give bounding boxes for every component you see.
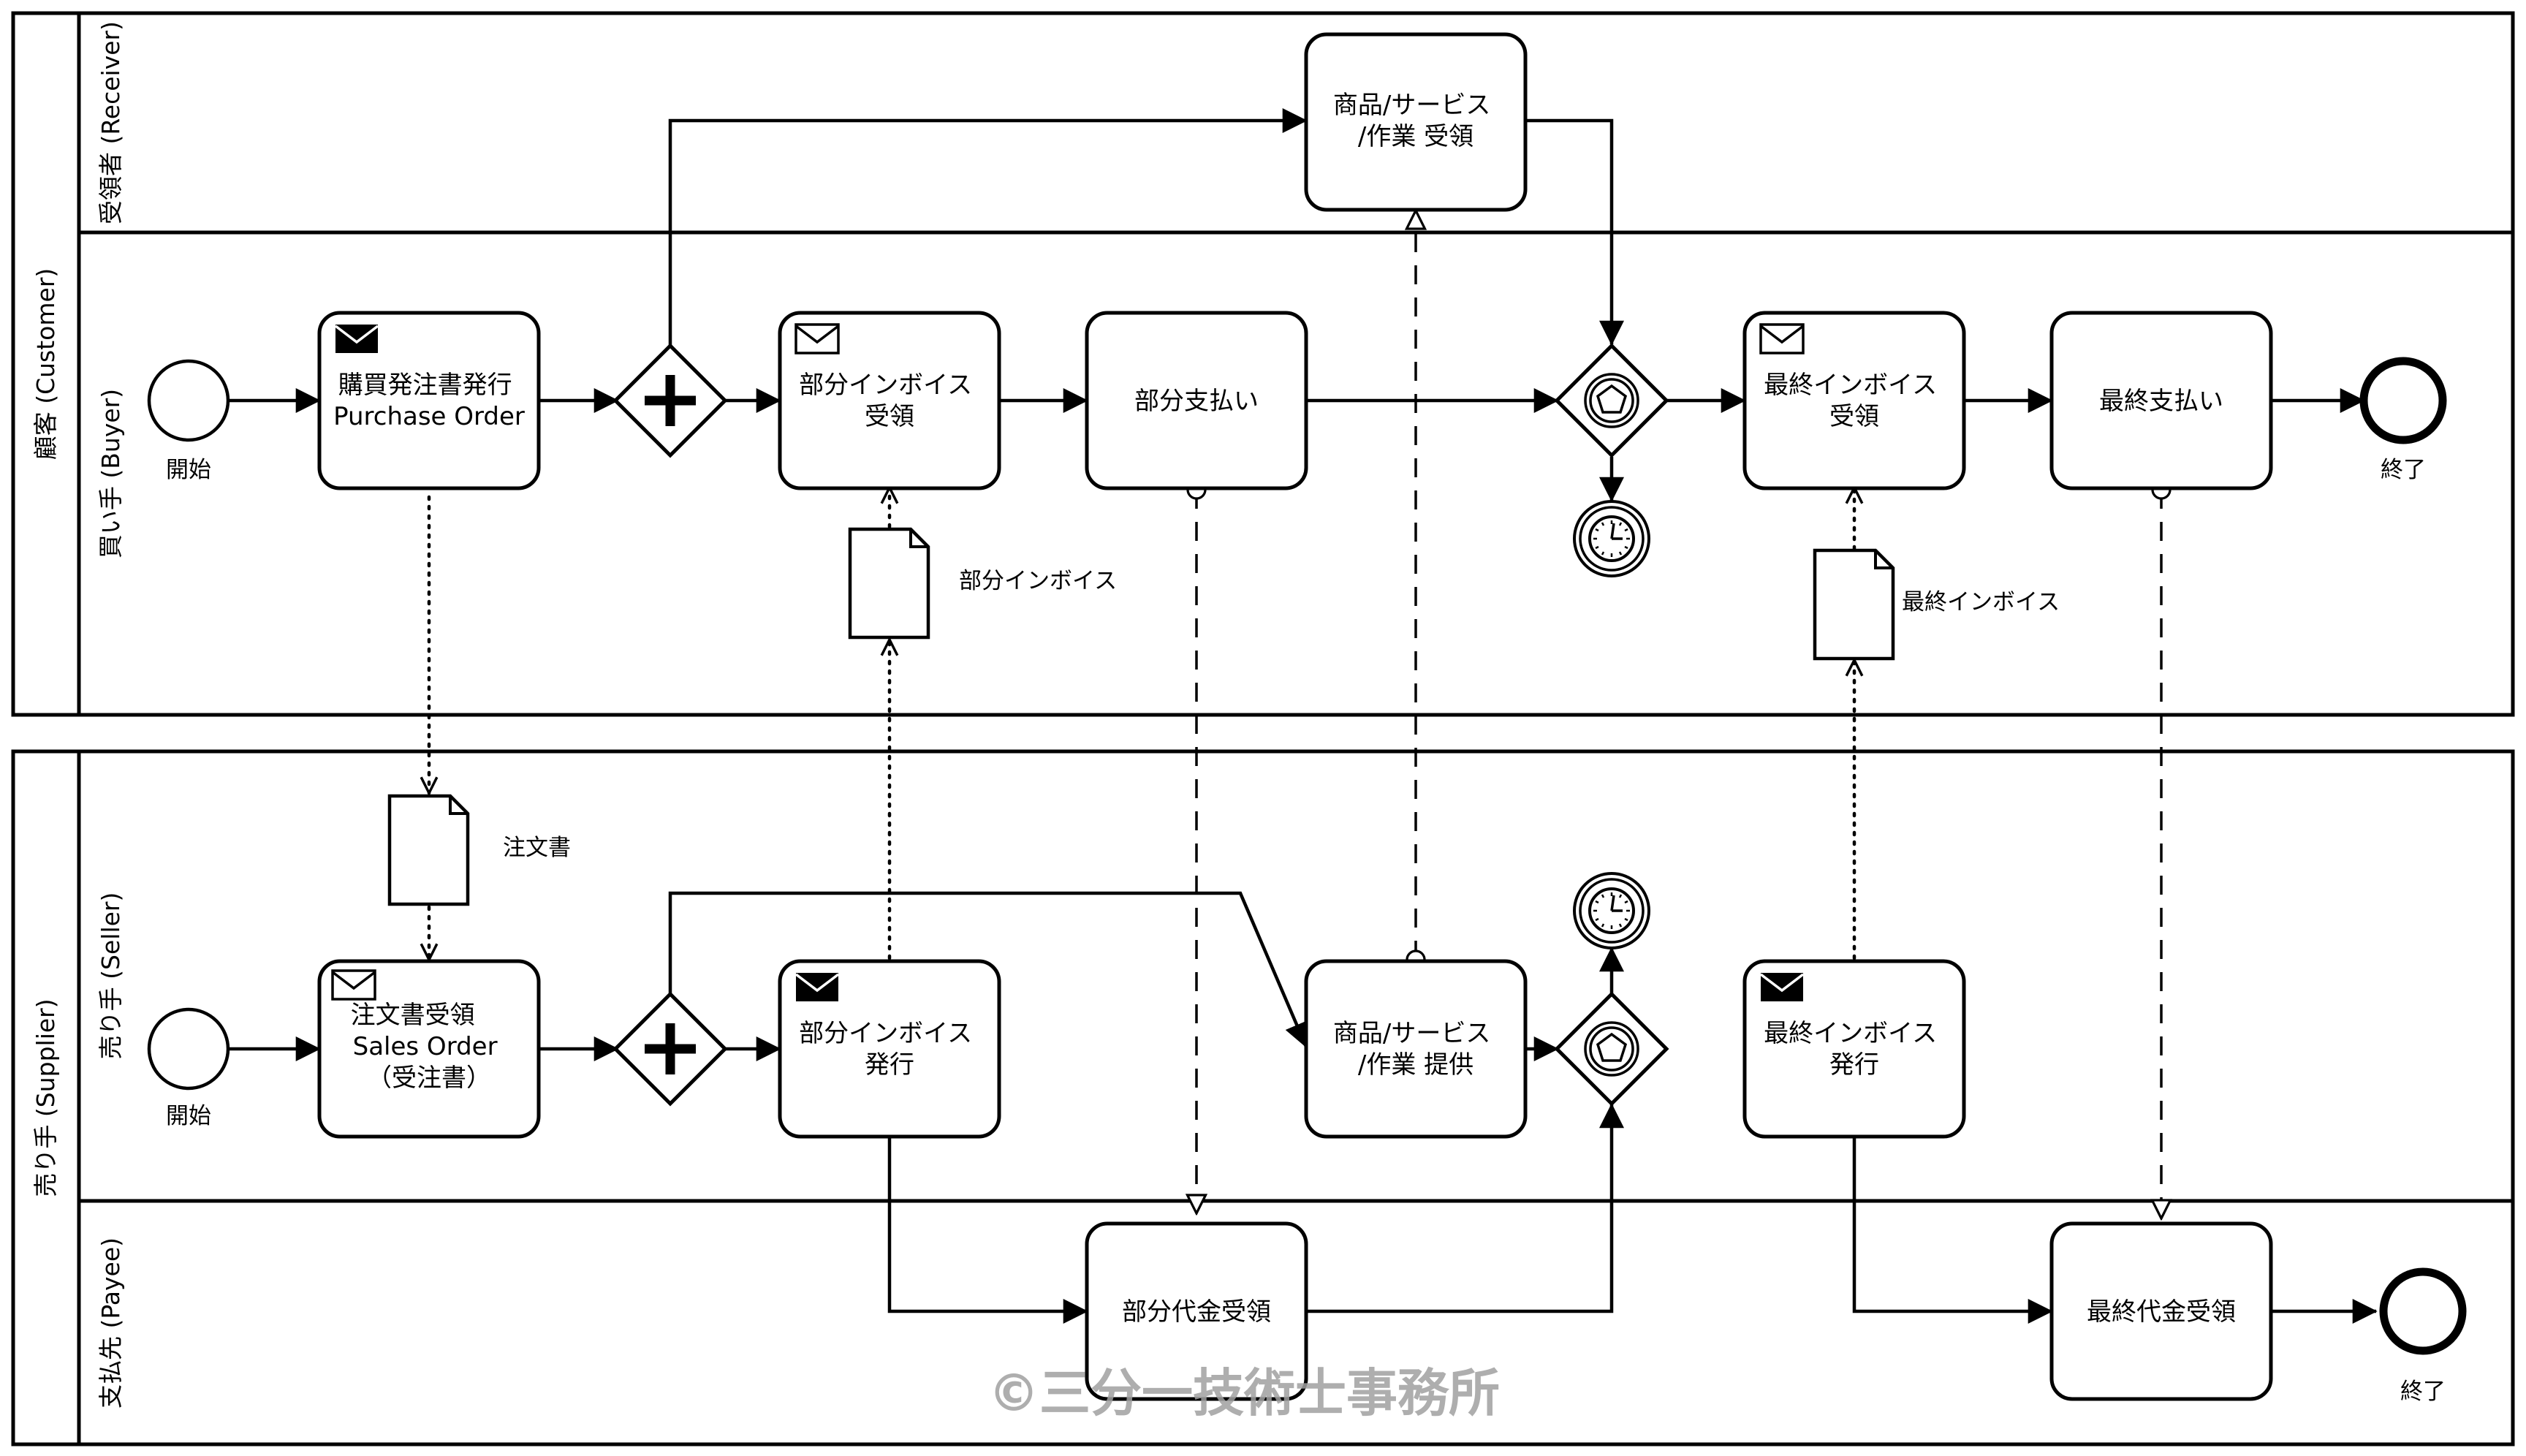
- svg-text:最終代金受領: 最終代金受領: [2087, 1297, 2236, 1327]
- task-label: （受注書）: [367, 1063, 491, 1093]
- task-label: 商品/サービス: [1333, 1019, 1490, 1048]
- timer-event-seller[interactable]: [1573, 872, 1650, 949]
- task-label: Sales Order: [353, 1032, 498, 1061]
- task-label: /作業 提供: [1358, 1050, 1474, 1080]
- pentagon-icon: [1596, 1032, 1628, 1062]
- task-provide-goods[interactable]: 商品/サービス /作業 提供: [1304, 959, 1528, 1139]
- timer-event-buyer[interactable]: [1573, 500, 1650, 577]
- start-event-label: 開始: [166, 1103, 211, 1129]
- pentagon-icon: [1596, 384, 1628, 414]
- task-label: 部分代金受領: [1122, 1297, 1271, 1327]
- task-label: 発行: [865, 1050, 914, 1080]
- message-flows: [1196, 211, 2161, 1218]
- data-object-partial-invoice[interactable]: [848, 527, 930, 640]
- task-label: 購買発注書発行: [338, 371, 512, 400]
- receive-message-icon: [1759, 323, 1805, 354]
- task-receive-goods[interactable]: 商品/サービス /作業 受領: [1304, 32, 1528, 212]
- task-purchase-order[interactable]: 購買発注書発行 Purchase Order: [317, 311, 541, 490]
- task-receive-final-payment[interactable]: 最終代金受領: [2049, 1221, 2273, 1401]
- task-label: 注文書受領: [351, 1001, 475, 1030]
- start-event-seller[interactable]: [147, 1007, 230, 1091]
- svg-text:部分代金受領: 部分代金受領: [1122, 1297, 1271, 1327]
- data-object-label: 注文書: [503, 835, 571, 861]
- svg-text:部分支払い: 部分支払い: [1134, 387, 1259, 416]
- event-based-gateway-buyer[interactable]: [1554, 343, 1669, 458]
- task-final-payment[interactable]: 最終支払い: [2049, 311, 2273, 490]
- task-receive-order[interactable]: 注文書受領 Sales Order （受注書）: [317, 959, 541, 1139]
- task-label: /作業 受領: [1358, 122, 1474, 151]
- data-object-label: 部分インボイス: [959, 568, 1117, 594]
- task-label: 最終インボイス: [1764, 1019, 1937, 1048]
- svg-text:部分インボイス 発行: 部分インボイス 発行: [799, 1019, 980, 1080]
- svg-text:最終インボイス 受領: 最終インボイス 受領: [1764, 371, 1945, 431]
- plus-icon: [645, 375, 696, 426]
- plus-icon: [645, 1023, 696, 1074]
- task-issue-partial-invoice[interactable]: 部分インボイス 発行: [778, 959, 1001, 1139]
- start-event-buyer[interactable]: [147, 359, 230, 442]
- data-object-label: 最終インボイス: [1902, 589, 2060, 615]
- task-label: 部分インボイス: [799, 1019, 972, 1048]
- task-label: 商品/サービス: [1333, 91, 1490, 120]
- customer-pool: 顧客 (Customer) 受領者 (Receiver) 買い手 (Buyer): [11, 11, 2515, 717]
- receiver-lane-label: 受領者 (Receiver): [96, 21, 125, 224]
- end-event-buyer[interactable]: [2359, 357, 2447, 444]
- clock-icon: [1588, 887, 1635, 934]
- customer-pool-label: 顧客 (Customer): [31, 268, 60, 460]
- svg-text:部分インボイス 受領: 部分インボイス 受領: [799, 371, 980, 431]
- task-receive-partial-invoice[interactable]: 部分インボイス 受領: [778, 311, 1001, 490]
- svg-text:注文書受領 Sales Order: 注文書受領 Sales Order （受注書）: [351, 1001, 506, 1093]
- payee-lane-label: 支払先 (Payee): [96, 1237, 125, 1408]
- svg-text:最終支払い: 最終支払い: [2099, 387, 2223, 416]
- send-message-icon: [1759, 973, 1805, 1001]
- task-receive-final-invoice[interactable]: 最終インボイス 受領: [1742, 311, 1966, 490]
- supplier-pool-label: 売り手 (Supplier): [31, 998, 60, 1197]
- sequence-flows: [229, 108, 2378, 1324]
- data-object-final-invoice[interactable]: [1813, 548, 1895, 661]
- end-event-payee[interactable]: [2379, 1267, 2467, 1355]
- start-event-label: 開始: [166, 457, 211, 483]
- send-message-icon: [794, 973, 840, 1001]
- task-partial-payment[interactable]: 部分支払い: [1085, 311, 1308, 490]
- task-label: 受領: [1829, 402, 1879, 431]
- task-label: Purchase Order: [333, 402, 525, 431]
- task-receive-partial-payment[interactable]: 部分代金受領: [1085, 1221, 1308, 1401]
- svg-text:商品/サービス /作業 提供: 商品/サービス /作業 提供: [1333, 1019, 1498, 1080]
- send-message-icon: [334, 325, 379, 353]
- task-label: 最終代金受領: [2087, 1297, 2236, 1327]
- seller-lane-label: 売り手 (Seller): [96, 892, 125, 1060]
- data-object-order-document[interactable]: [387, 794, 470, 906]
- svg-text:購買発注書発行 Purchase Order: 購買発注書発行 Purchase Order: [333, 371, 525, 431]
- parallel-gateway-buyer[interactable]: [612, 343, 728, 458]
- task-label: 最終支払い: [2099, 387, 2223, 416]
- data-associations: [429, 485, 1854, 962]
- buyer-lane-label: 買い手 (Buyer): [96, 389, 125, 558]
- event-based-gateway-seller[interactable]: [1554, 991, 1669, 1107]
- receive-message-icon: [331, 969, 376, 1001]
- clock-icon: [1588, 515, 1635, 562]
- task-label: 部分支払い: [1134, 387, 1259, 416]
- supplier-pool: 売り手 (Supplier) 売り手 (Seller) 支払先 (Payee): [11, 749, 2515, 1446]
- svg-text:商品/サービス /作業 受領: 商品/サービス /作業 受領: [1333, 91, 1498, 151]
- task-label: 部分インボイス: [799, 371, 972, 400]
- receive-message-icon: [794, 323, 840, 354]
- task-label: 最終インボイス: [1764, 371, 1937, 400]
- end-event-label: 終了: [2400, 1379, 2446, 1405]
- task-issue-final-invoice[interactable]: 最終インボイス 発行: [1742, 959, 1966, 1139]
- copyright-watermark: ©三分一技術士事務所: [988, 1363, 1500, 1423]
- parallel-gateway-seller[interactable]: [612, 991, 728, 1107]
- svg-text:最終インボイス 発行: 最終インボイス 発行: [1764, 1019, 1945, 1080]
- end-event-label: 終了: [2381, 457, 2426, 483]
- task-label: 受領: [865, 402, 914, 431]
- task-label: 発行: [1829, 1050, 1879, 1080]
